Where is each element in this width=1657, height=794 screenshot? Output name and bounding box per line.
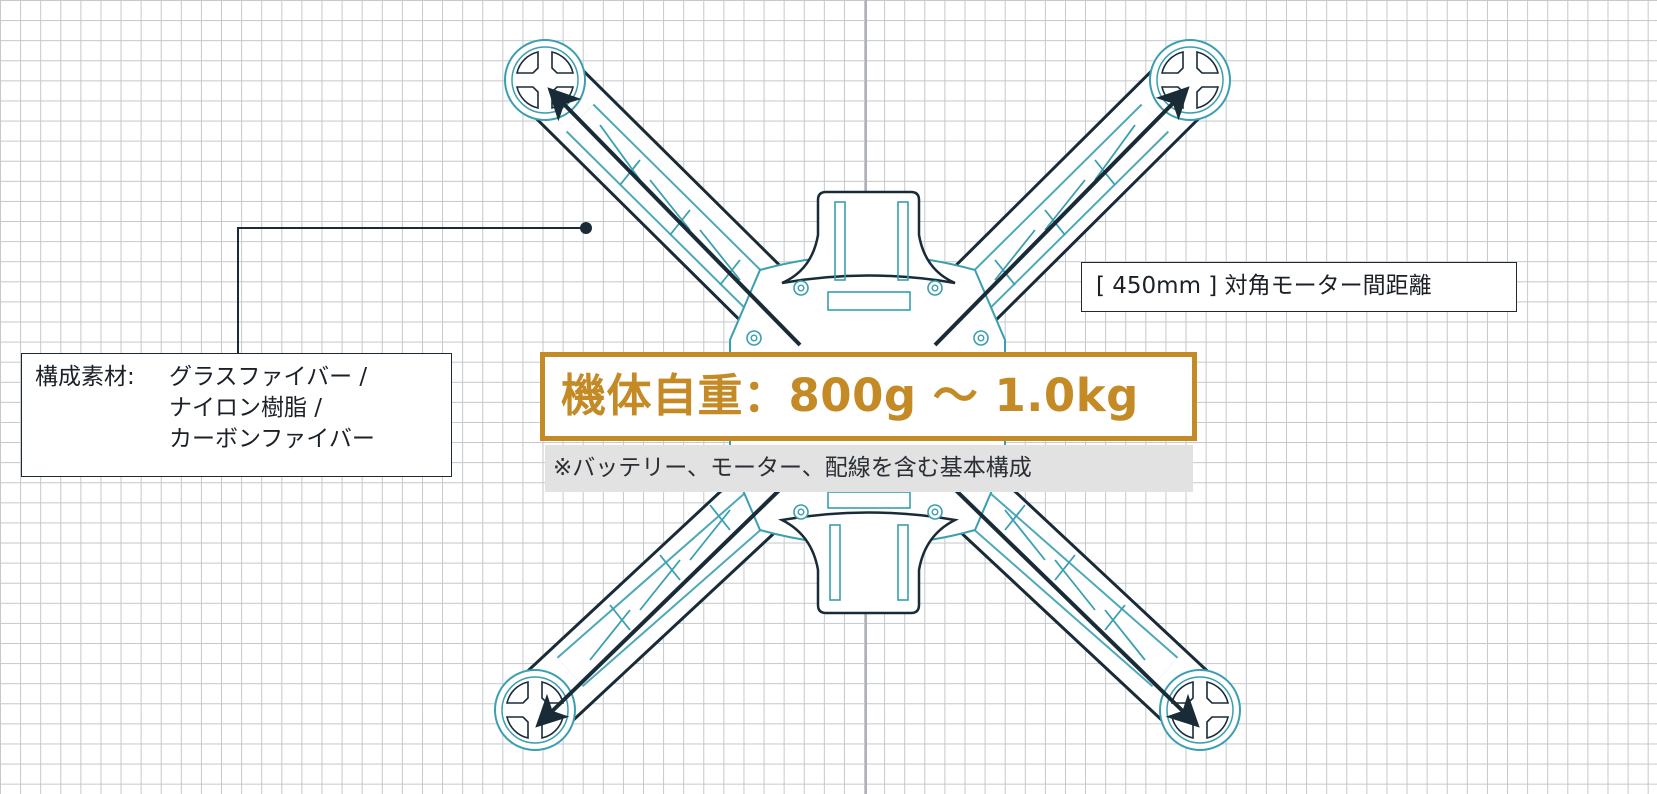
material-callout: 構成素材: グラスファイバー / ナイロン樹脂 / カーボンファイバー [21,353,452,477]
motor-mount-rear-right [1159,669,1241,751]
diagonal-dimension-arrows [535,86,1200,728]
motor-mount-front-left [504,39,586,121]
material-leader-line [237,222,592,353]
frame-weight-label: 機体自重：800g 〜 1.0kg [540,352,1197,441]
material-title: 構成素材: [35,364,135,390]
material-item: カーボンファイバー [169,426,375,452]
material-item: グラスファイバー / [169,364,368,390]
material-list: グラスファイバー / ナイロン樹脂 / カーボンファイバー [169,362,375,455]
material-item: ナイロン樹脂 / [169,395,323,421]
motor-mount-front-right [1149,39,1231,121]
diagonal-distance-label: [ 450mm ] 対角モーター間距離 [1081,262,1517,312]
weight-note: ※バッテリー、モーター、配線を含む基本構成 [545,445,1193,492]
motor-mount-rear-left [494,669,576,751]
